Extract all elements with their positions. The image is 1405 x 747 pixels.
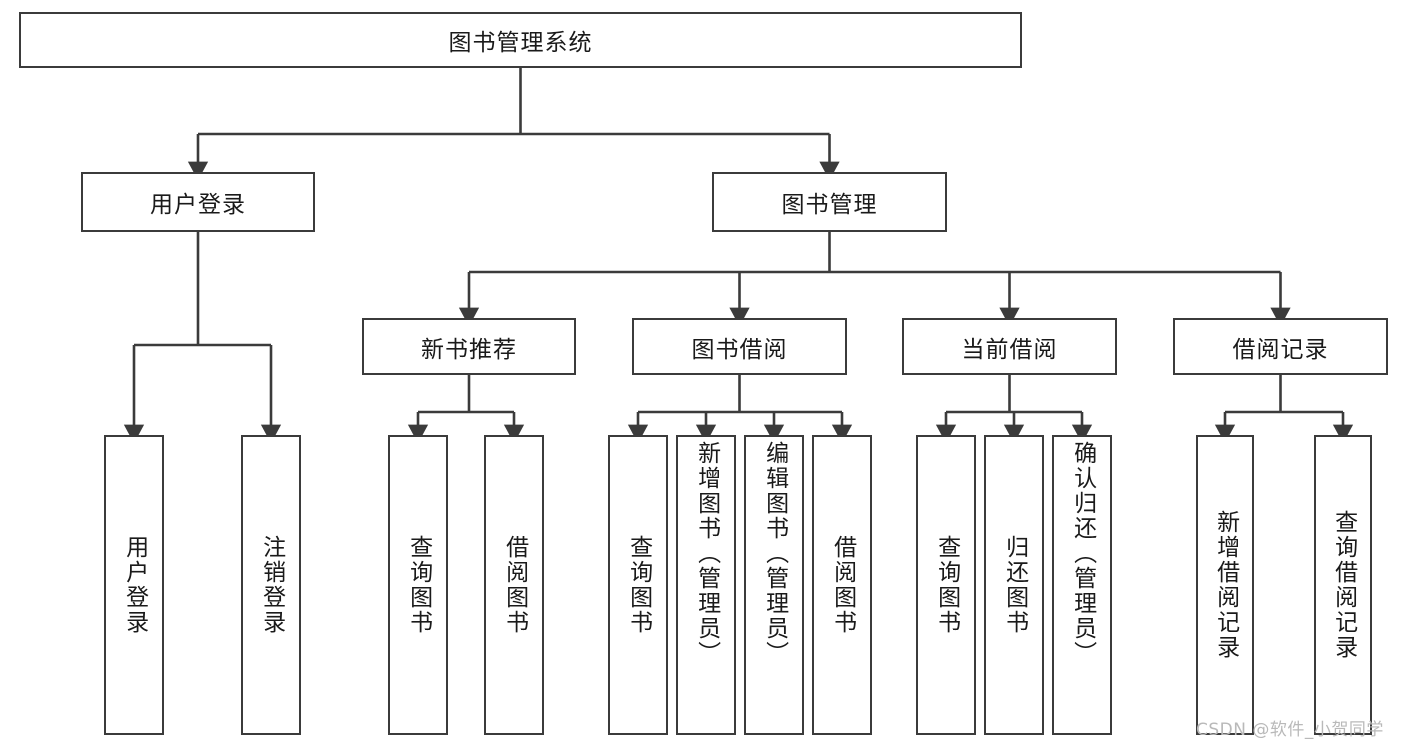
node-leaf-query-book-1[interactable]: 查询图书 bbox=[388, 435, 448, 735]
node-leaf-add-book[interactable]: 新增图书（管理员） bbox=[676, 435, 736, 735]
node-label: 新书推荐 bbox=[421, 336, 517, 363]
node-leaf-borrow-book-2[interactable]: 借阅图书 bbox=[812, 435, 872, 735]
node-label: 借阅图书 bbox=[501, 535, 528, 635]
node-leaf-user-login[interactable]: 用户登录 bbox=[104, 435, 164, 735]
node-label: 注销登录 bbox=[258, 535, 285, 635]
node-label: 图书管理系统 bbox=[448, 30, 593, 56]
node-label: 图书管理 bbox=[781, 192, 878, 218]
node-leaf-query-book-3[interactable]: 查询图书 bbox=[916, 435, 976, 735]
node-borrow-record[interactable]: 借阅记录 bbox=[1173, 318, 1388, 375]
node-leaf-return-book[interactable]: 归还图书 bbox=[984, 435, 1044, 735]
node-leaf-query-record[interactable]: 查询借阅记录 bbox=[1314, 435, 1372, 735]
node-label: 用户登录 bbox=[121, 535, 148, 635]
node-label: 归还图书 bbox=[1001, 535, 1028, 635]
node-label: 编辑图书（管理员） bbox=[761, 441, 788, 666]
node-leaf-edit-book[interactable]: 编辑图书（管理员） bbox=[744, 435, 804, 735]
node-book-borrow[interactable]: 图书借阅 bbox=[632, 318, 847, 375]
node-label: 当前借阅 bbox=[961, 336, 1058, 363]
node-root[interactable]: 图书管理系统 bbox=[19, 12, 1022, 68]
node-user-login[interactable]: 用户登录 bbox=[81, 172, 315, 232]
node-new-book-recommend[interactable]: 新书推荐 bbox=[362, 318, 576, 375]
csdn-watermark: CSDN @软件_小贺同学 bbox=[1196, 720, 1384, 740]
node-book-management[interactable]: 图书管理 bbox=[712, 172, 947, 232]
node-label: 查询图书 bbox=[405, 535, 432, 635]
node-leaf-query-book-2[interactable]: 查询图书 bbox=[608, 435, 668, 735]
node-leaf-borrow-book-1[interactable]: 借阅图书 bbox=[484, 435, 544, 735]
node-label: 借阅图书 bbox=[829, 535, 856, 635]
node-label: 查询借阅记录 bbox=[1330, 510, 1357, 660]
node-leaf-confirm-return[interactable]: 确认归还（管理员） bbox=[1052, 435, 1112, 735]
node-label: 新增借阅记录 bbox=[1212, 510, 1239, 660]
node-label: 新增图书（管理员） bbox=[693, 441, 720, 666]
node-label: 确认归还（管理员） bbox=[1069, 441, 1096, 666]
node-leaf-add-record[interactable]: 新增借阅记录 bbox=[1196, 435, 1254, 735]
node-label: 查询图书 bbox=[933, 535, 960, 635]
node-label: 查询图书 bbox=[625, 535, 652, 635]
node-leaf-logout[interactable]: 注销登录 bbox=[241, 435, 301, 735]
node-label: 图书借阅 bbox=[691, 336, 788, 363]
node-label: 用户登录 bbox=[150, 192, 246, 218]
node-current-borrow[interactable]: 当前借阅 bbox=[902, 318, 1117, 375]
node-label: 借阅记录 bbox=[1232, 336, 1329, 363]
